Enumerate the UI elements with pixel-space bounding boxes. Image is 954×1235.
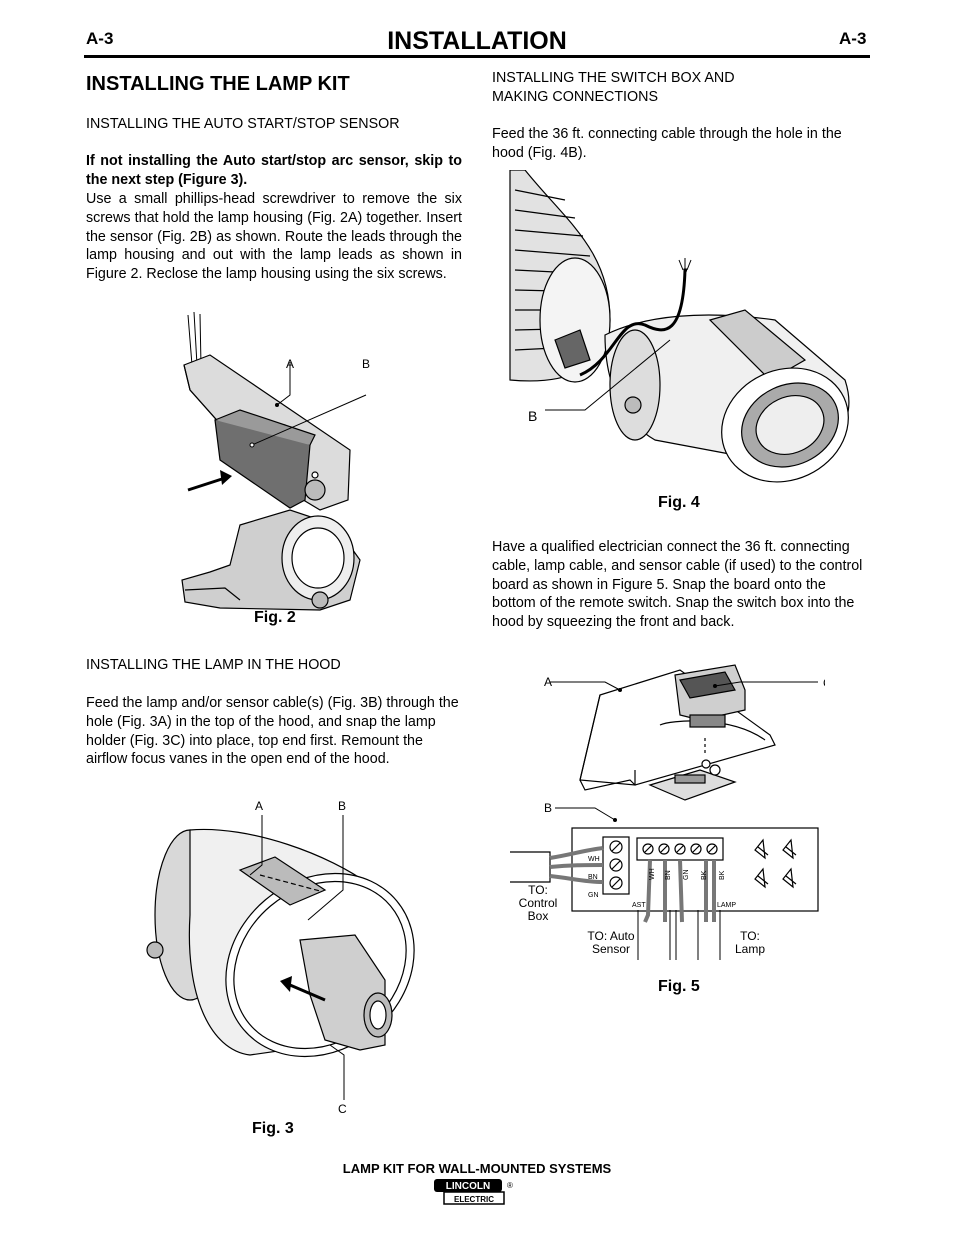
fig5-left-terminal-bn: BN [588,874,598,881]
fig4-illustration: B [509,170,850,483]
fig5-terminal-bk1: BK [701,870,708,880]
fig3-label: Fig. 3 [252,1120,294,1137]
fig4-label: Fig. 4 [658,494,700,511]
fig5-to-sensor-2: Sensor [592,942,630,956]
fig5-to-sensor-1: TO: Auto [587,929,634,943]
svg-text:®: ® [507,1181,513,1190]
fig5-left-terminal-wh: WH [588,856,600,863]
electrician-instructions: Have a qualified electrician connect the… [492,539,863,631]
fig5-terminal-bn: BN [665,870,672,880]
fig5-callout-b: B [544,801,552,815]
fig3-illustration: A B C [146,799,415,1116]
sensor-instructions: Use a small phillips-head screwdriver to… [86,191,462,283]
fig5-to-control-1: TO: [528,883,548,897]
fig5-callout-a: A [544,675,552,689]
lincoln-electric-logo: LINCOLN ELECTRIC ® [434,1179,513,1205]
fig3-callout-a: A [255,799,263,813]
fig5-left-terminal-gn: GN [588,892,599,899]
fig3-callout-b: B [338,799,346,813]
footer-title: LAMP KIT FOR WALL-MOUNTED SYSTEMS [342,1161,612,1176]
fig3-callout-c: C [338,1102,347,1116]
switch-instructions: Feed the 36 ft. connecting cable through… [492,126,842,161]
fig5-group-lamp: LAMP [717,902,736,909]
fig2-illustration: A B [181,311,370,611]
switch-subheading-line1: INSTALLING THE SWITCH BOX AND [492,70,735,86]
page-title: INSTALLATION [387,27,567,55]
fig5-to-control-3: Box [528,909,549,923]
switch-subheading-line2: MAKING CONNECTIONS [492,89,659,105]
svg-text:LINCOLN: LINCOLN [446,1181,490,1192]
section-heading: INSTALLING THE LAMP KIT [86,73,350,95]
fig2-callout-a: A [286,357,294,371]
sensor-bold-note: If not installing the Auto start/stop ar… [86,153,462,188]
fig5-terminal-gn: GN [683,870,690,881]
lamp-subheading: INSTALLING THE LAMP IN THE HOOD [86,657,341,673]
fig5-to-lamp-2: Lamp [735,942,765,956]
page-number-right: A-3 [839,29,867,48]
fig5-terminal-wh: WH [649,868,656,880]
lamp-instructions: Feed the lamp and/or sensor cable(s) (Fi… [86,695,459,768]
fig4-callout-b: B [528,408,537,424]
fig5-terminal-bk2: BK [719,870,726,880]
fig5-illustration: A C B WH BN GN WH BN GN BK BK AST LAMP T… [510,664,825,960]
svg-text:ELECTRIC: ELECTRIC [454,1195,494,1204]
header-rule [84,55,870,58]
fig5-callout-c: C [823,676,825,690]
page-number-left: A-3 [86,29,114,48]
fig2-callout-b: B [362,357,370,371]
fig5-to-lamp-1: TO: [740,929,760,943]
fig5-group-ast: AST [632,902,646,909]
fig2-label: Fig. 2 [254,609,296,626]
sensor-subheading: INSTALLING THE AUTO START/STOP SENSOR [86,116,400,132]
fig5-to-control-2: Control [519,896,558,910]
fig5-label: Fig. 5 [658,978,700,995]
